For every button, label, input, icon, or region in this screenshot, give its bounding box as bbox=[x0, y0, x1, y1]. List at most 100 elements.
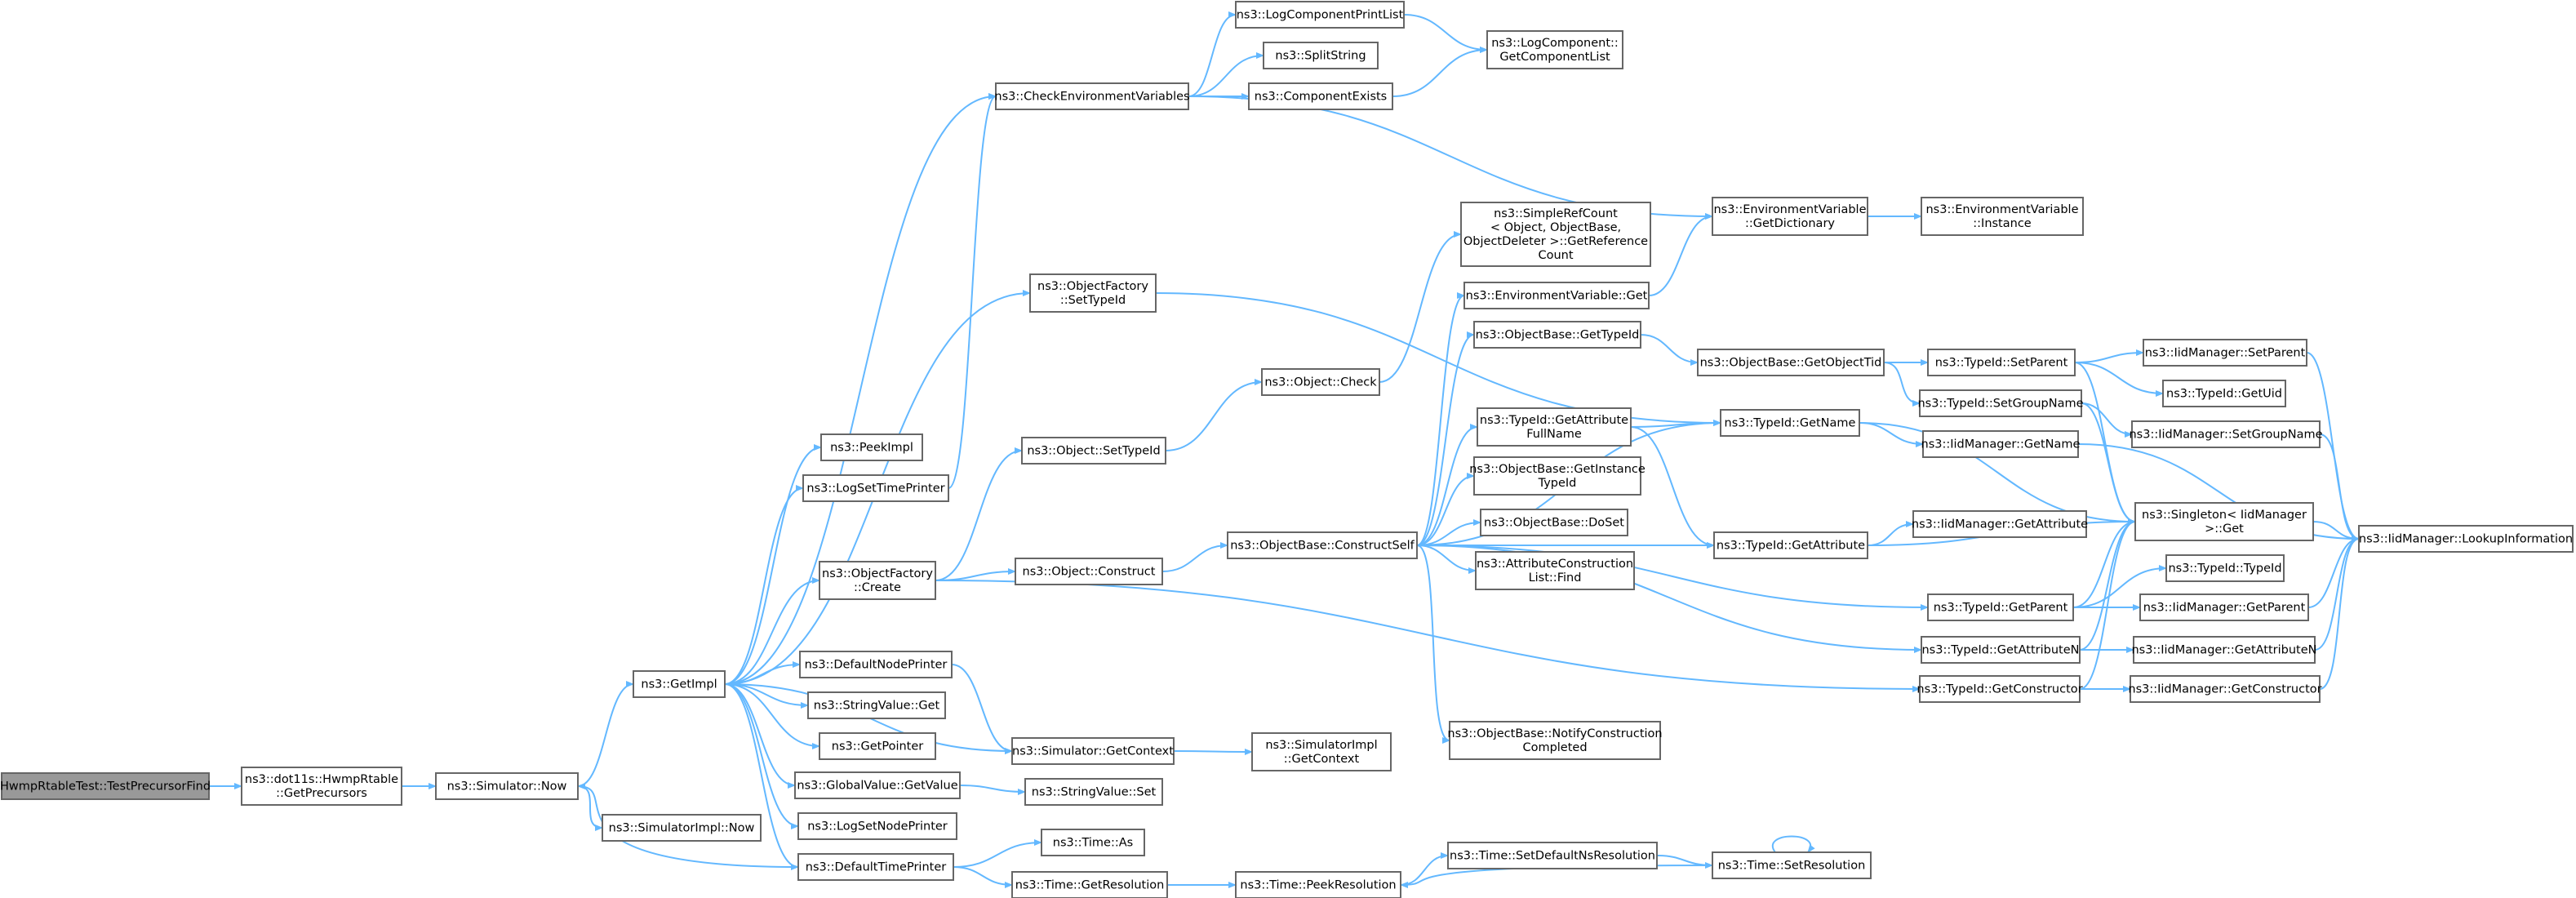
function-node[interactable]: ns3::TypeId::GetParent bbox=[1927, 593, 2074, 621]
function-node[interactable]: ns3::EnvironmentVariable::Get bbox=[1463, 282, 1650, 309]
node-box bbox=[2130, 675, 2321, 703]
node-box bbox=[1473, 321, 1641, 349]
function-node[interactable]: ns3::SimulatorImpl::Now bbox=[602, 814, 762, 842]
call-edge bbox=[2306, 352, 2360, 542]
function-node[interactable]: ns3::TypeId::TypeId bbox=[2165, 554, 2285, 582]
function-node[interactable]: ns3::SimpleRefCount< Object, ObjectBase,… bbox=[1460, 202, 1651, 267]
function-node[interactable]: ns3::TypeId::GetConstructor bbox=[1916, 675, 2083, 703]
call-edge bbox=[1648, 213, 1713, 296]
node-box bbox=[1248, 82, 1393, 110]
function-node[interactable]: ns3::StringValue::Set bbox=[1024, 778, 1163, 806]
node-label: ns3::LogComponentPrintList bbox=[1237, 9, 1404, 22]
node-box bbox=[2162, 380, 2286, 407]
function-node[interactable]: ns3::DefaultNodePrinter bbox=[799, 651, 953, 678]
root-function-node: HwmpRtableTest::TestPrecursorFind bbox=[0, 772, 211, 800]
node-label: ns3::IidManager::GetName bbox=[1921, 438, 2081, 451]
node-box bbox=[2134, 502, 2314, 541]
function-node[interactable]: ns3::Object::Construct bbox=[1015, 558, 1163, 585]
function-node[interactable]: ns3::GetImpl bbox=[633, 670, 726, 698]
node-label: ns3::CheckEnvironmentVariables bbox=[994, 91, 1189, 104]
function-node[interactable]: ns3::ComponentExists bbox=[1248, 82, 1393, 110]
node-box bbox=[633, 670, 726, 698]
function-node[interactable]: ns3::TypeId::SetParent bbox=[1927, 349, 2076, 376]
function-node[interactable]: ns3::Simulator::GetContext bbox=[1011, 737, 1175, 765]
node-box bbox=[1477, 407, 1632, 447]
function-node[interactable]: ns3::Time::SetResolution bbox=[1712, 851, 1872, 879]
call-edge bbox=[1416, 545, 1929, 611]
function-node[interactable]: ns3::Time::PeekResolution bbox=[1235, 871, 1401, 898]
function-node[interactable]: ns3::IidManager::GetAttributeN bbox=[2131, 636, 2317, 664]
function-node[interactable]: ns3::IidManager::GetName bbox=[1921, 430, 2081, 458]
node-box bbox=[1720, 409, 1860, 437]
function-node[interactable]: ns3::TypeId::SetGroupName bbox=[1917, 389, 2084, 417]
function-node[interactable]: ns3::GlobalValue::GetValue bbox=[794, 771, 961, 799]
function-node[interactable]: ns3::LogComponent::GetComponentList bbox=[1486, 30, 1623, 69]
function-node[interactable]: ns3::ObjectFactory::SetTypeId bbox=[1029, 273, 1157, 313]
function-node[interactable]: ns3::PeekImpl bbox=[820, 433, 923, 461]
function-node[interactable]: ns3::Object::Check bbox=[1261, 368, 1380, 396]
function-node[interactable]: ns3::dot11s::HwmpRtable::GetPrecursors bbox=[241, 767, 402, 806]
node-label: GetComponentList bbox=[1499, 51, 1610, 64]
node-box bbox=[799, 651, 953, 678]
function-node[interactable]: ns3::SimulatorImpl::GetContext bbox=[1251, 732, 1392, 771]
node-box bbox=[1912, 510, 2087, 538]
node-label: ns3::Time::GetResolution bbox=[1015, 879, 1165, 892]
function-node[interactable]: ns3::IidManager::SetGroupName bbox=[2129, 420, 2323, 448]
function-node[interactable]: ns3::StringValue::Get bbox=[807, 691, 946, 719]
call-edge bbox=[1416, 545, 1477, 574]
function-node[interactable]: ns3::IidManager::GetConstructor bbox=[2128, 675, 2322, 703]
node-label: ns3::SimulatorImpl bbox=[1265, 739, 1377, 752]
node-label: ns3::TypeId::GetParent bbox=[1934, 602, 2068, 615]
function-node[interactable]: ns3::Object::SetTypeId bbox=[1021, 437, 1166, 465]
function-node[interactable]: ns3::LogComponentPrintList bbox=[1235, 1, 1405, 29]
call-edge bbox=[1392, 47, 1488, 97]
function-node[interactable]: ns3::GetPointer bbox=[819, 732, 936, 760]
function-node[interactable]: ns3::TypeId::GetAttributeN bbox=[1921, 636, 2081, 664]
function-node[interactable]: ns3::LogSetTimePrinter bbox=[802, 474, 949, 502]
node-label: ns3::ObjectBase::GetObjectTid bbox=[1700, 357, 1882, 370]
node-label: ns3::StringValue::Get bbox=[814, 700, 940, 713]
function-node[interactable]: ns3::DefaultTimePrinter bbox=[797, 853, 954, 881]
function-node[interactable]: ns3::Time::SetDefaultNsResolution bbox=[1447, 842, 1658, 869]
function-node[interactable]: ns3::Simulator::Now bbox=[435, 772, 579, 800]
node-label: ::GetDictionary bbox=[1745, 217, 1835, 230]
function-node[interactable]: ns3::LogSetNodePrinter bbox=[797, 812, 957, 840]
function-node[interactable]: ns3::ObjectBase::ConstructSelf bbox=[1227, 531, 1418, 559]
function-node[interactable]: ns3::SplitString bbox=[1263, 42, 1379, 69]
node-label: ns3::TypeId::GetConstructor bbox=[1916, 683, 2082, 696]
node-box bbox=[995, 82, 1189, 110]
node-box bbox=[1021, 437, 1166, 465]
function-node[interactable]: ns3::CheckEnvironmentVariables bbox=[994, 82, 1190, 110]
function-node[interactable]: ns3::TypeId::GetAttribute bbox=[1713, 531, 1868, 559]
call-edge bbox=[951, 664, 1013, 754]
call-edge bbox=[724, 683, 799, 829]
node-box bbox=[1235, 871, 1401, 898]
function-node[interactable]: ns3::EnvironmentVariable::GetDictionary bbox=[1712, 197, 1868, 236]
function-node[interactable]: ns3::ObjectBase::NotifyConstructionCompl… bbox=[1447, 721, 1663, 760]
node-box bbox=[820, 433, 923, 461]
node-label: FullName bbox=[1526, 428, 1582, 441]
function-node[interactable]: ns3::TypeId::GetUid bbox=[2162, 380, 2286, 407]
node-label: ns3::ObjectBase::GetInstance bbox=[1469, 463, 1646, 476]
function-node[interactable]: ns3::IidManager::GetParent bbox=[2139, 593, 2309, 621]
function-node[interactable]: ns3::ObjectBase::GetObjectTid bbox=[1697, 349, 1885, 376]
call-edge bbox=[1161, 542, 1228, 572]
function-node[interactable]: ns3::ObjectFactory::Create bbox=[819, 561, 936, 600]
node-label: TypeId bbox=[1538, 477, 1577, 490]
function-node[interactable]: ns3::Time::As bbox=[1041, 829, 1145, 856]
node-label: ns3::AttributeConstruction bbox=[1477, 558, 1633, 571]
function-node[interactable]: ns3::IidManager::LookupInformation bbox=[2358, 525, 2574, 553]
function-node[interactable]: ns3::Time::GetResolution bbox=[1011, 871, 1168, 898]
call-edge bbox=[2319, 433, 2360, 542]
function-node[interactable]: ns3::ObjectBase::DoSet bbox=[1480, 509, 1628, 536]
function-node[interactable]: ns3::IidManager::SetParent bbox=[2143, 339, 2307, 367]
function-node[interactable]: ns3::Singleton< IidManager>::Get bbox=[2134, 502, 2314, 541]
function-node[interactable]: ns3::IidManager::GetAttribute bbox=[1912, 510, 2088, 538]
node-label: ns3::Object::SetTypeId bbox=[1027, 445, 1160, 458]
function-node[interactable]: ns3::TypeId::GetName bbox=[1720, 409, 1860, 437]
function-node[interactable]: ns3::EnvironmentVariable::Instance bbox=[1921, 197, 2084, 236]
function-node[interactable]: ns3::ObjectBase::GetTypeId bbox=[1473, 321, 1641, 349]
